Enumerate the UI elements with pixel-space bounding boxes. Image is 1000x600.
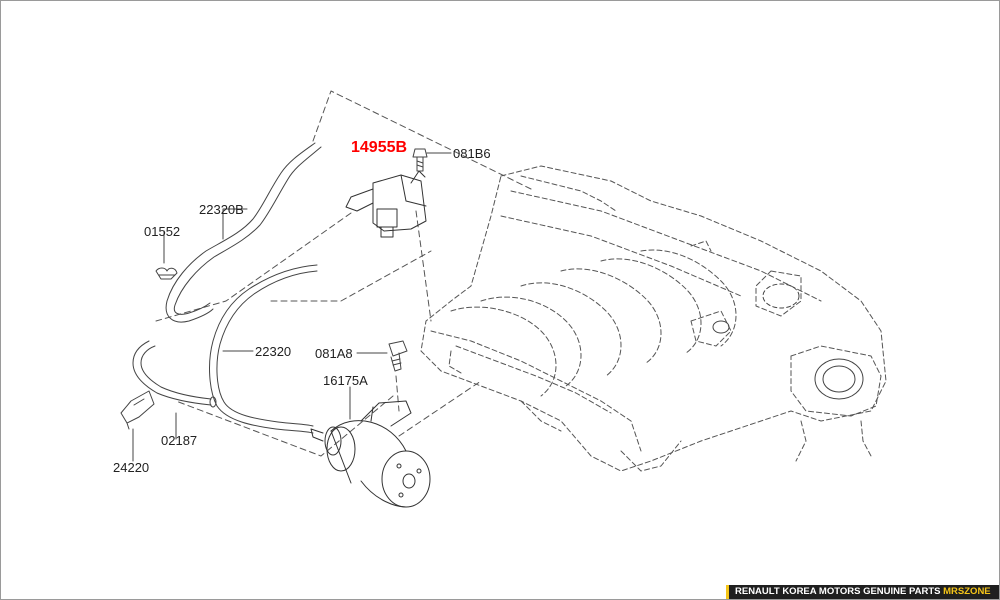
callout-leader-lines [132, 152, 452, 462]
hose-22320b [165, 142, 322, 323]
callout-02187[interactable]: 02187 [161, 433, 198, 448]
callout-081b6[interactable]: 081B6 [453, 146, 491, 161]
callout-24220[interactable]: 24220 [113, 460, 150, 475]
clip-01552 [155, 267, 178, 280]
dealer-banner: RENAULT KOREA MOTORS GENUINE PARTS MRSZO… [729, 585, 999, 599]
vacuum-actuator-16175a [310, 400, 431, 508]
banner-accent-text: MRSZONE [943, 586, 991, 597]
callout-22320[interactable]: 22320 [255, 344, 292, 359]
solenoid-valve-14955b [345, 170, 427, 238]
callout-14955b[interactable]: 14955B [351, 139, 408, 156]
hose-02187 [132, 340, 217, 408]
bolt-081a8 [388, 340, 408, 372]
bolt-081b6 [412, 148, 428, 172]
callout-01552[interactable]: 01552 [144, 224, 181, 239]
intake-manifold [420, 165, 887, 472]
throttle-body-flange [712, 283, 864, 400]
banner-accent-bar [726, 585, 729, 599]
hose-22320 [209, 264, 318, 434]
connector-24220 [120, 390, 155, 430]
callout-081a8[interactable]: 081A8 [315, 346, 353, 361]
banner-main-text: RENAULT KOREA MOTORS GENUINE PARTS [735, 586, 941, 597]
callout-16175a[interactable]: 16175A [323, 373, 368, 388]
callout-22320b[interactable]: 22320B [199, 202, 244, 217]
assembly-guide-lines [155, 90, 532, 457]
